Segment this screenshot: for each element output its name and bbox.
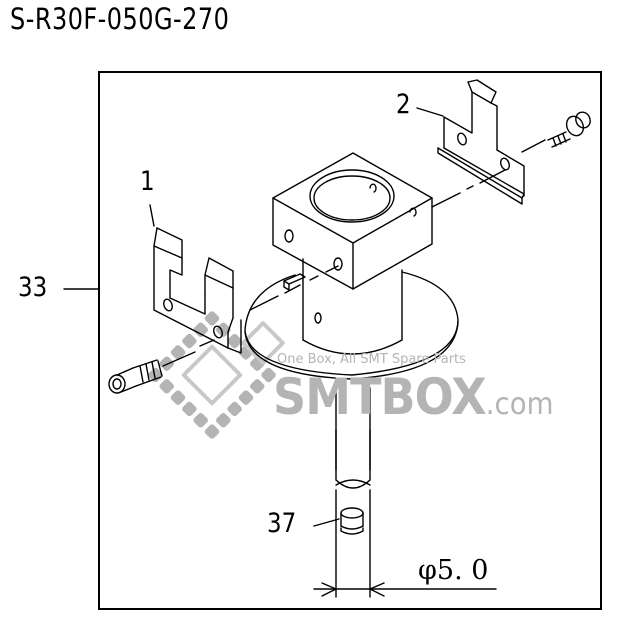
housing-block [249, 152, 506, 311]
watermark-brand: SMTBOX.com [273, 372, 553, 422]
bracket-part-1 [149, 204, 242, 354]
callout-part-37: 37 [267, 508, 297, 539]
shaft [335, 387, 371, 489]
callout-part-2: 2 [396, 89, 411, 120]
column [302, 258, 403, 355]
screw-left [108, 339, 215, 394]
bracket-part-2 [416, 79, 525, 205]
leader-line-37 [313, 518, 340, 527]
flange-key [283, 273, 306, 291]
watermark-domain: .com [485, 387, 554, 422]
page-title: S-R30F-050G-270 [10, 2, 230, 36]
watermark-logo-icon [148, 311, 285, 439]
screw-right [521, 111, 591, 153]
callout-part-33: 33 [18, 272, 48, 303]
flange-disc [244, 271, 459, 380]
callout-part-1: 1 [140, 166, 155, 197]
diameter-label: φ5. 0 [418, 555, 489, 586]
diameter-dimension [313, 489, 497, 598]
nozzle-tip-part-37 [313, 507, 364, 535]
watermark-tagline: One Box, All SMT Spare Parts [277, 352, 466, 367]
diagram-frame [98, 71, 602, 610]
watermark-brand-name: SMTBOX [273, 368, 487, 426]
